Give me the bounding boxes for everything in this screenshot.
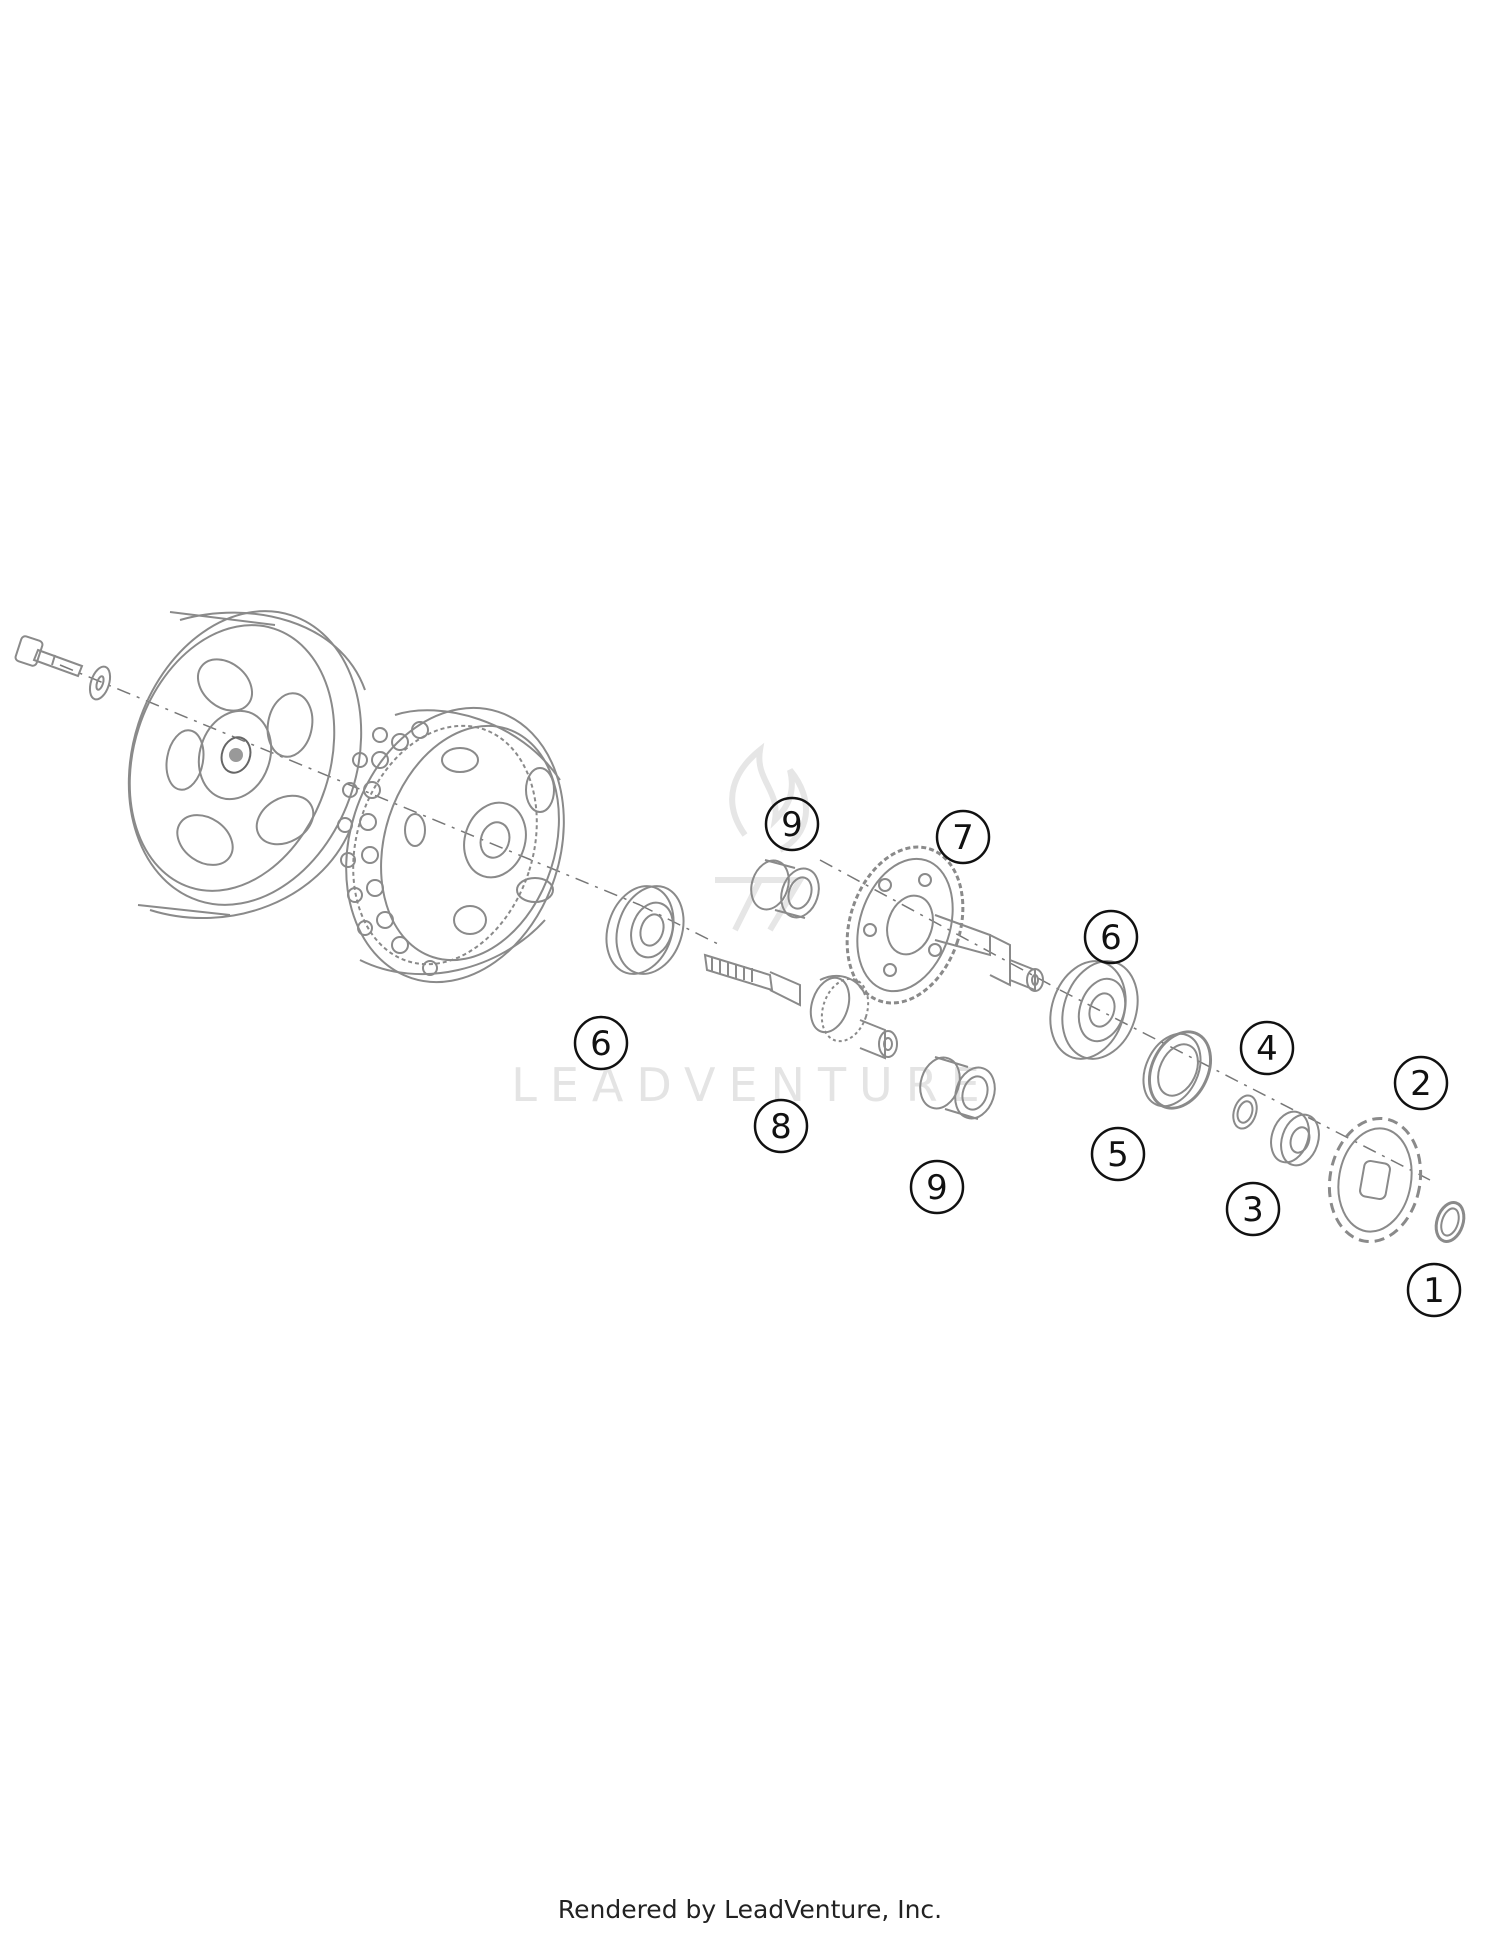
callout-circle-1 xyxy=(1406,1262,1462,1318)
hub-washer xyxy=(88,665,112,701)
footer-credit: Rendered by LeadVenture, Inc. xyxy=(557,1895,943,1924)
clutch-drum xyxy=(127,610,366,920)
callout-label-6a: 6 xyxy=(590,1024,612,1064)
watermark-logo xyxy=(715,742,809,932)
callout-circle-3 xyxy=(1225,1181,1281,1237)
counter-gear xyxy=(845,845,1044,1005)
callout-label-9b: 9 xyxy=(926,1168,948,1208)
bushing-upper xyxy=(750,859,820,919)
callout-label-8: 8 xyxy=(770,1107,792,1147)
bearing-left xyxy=(605,885,685,975)
oil-seal xyxy=(1142,1030,1212,1110)
primary-shaft xyxy=(703,953,898,1060)
callout-circle-9a xyxy=(764,796,820,852)
callout-circle-4 xyxy=(1239,1020,1295,1076)
bushing-lower xyxy=(919,1056,996,1120)
callout-circle-9b xyxy=(909,1159,965,1215)
callout-markers xyxy=(573,796,1462,1318)
callout-circle-5 xyxy=(1090,1126,1146,1182)
hub-bolt xyxy=(14,635,84,678)
callout-label-3: 3 xyxy=(1242,1190,1264,1230)
callout-circle-8 xyxy=(753,1098,809,1154)
callout-circle-7 xyxy=(935,809,991,865)
drive-sprocket xyxy=(1327,1116,1423,1244)
callout-circle-6b xyxy=(1083,909,1139,965)
callout-label-1: 1 xyxy=(1423,1271,1445,1311)
callout-label-9a: 9 xyxy=(781,805,803,845)
callout-circle-2 xyxy=(1393,1055,1449,1111)
bearing-right xyxy=(1049,960,1139,1060)
callout-label-4: 4 xyxy=(1256,1029,1278,1069)
clutch-basket xyxy=(337,706,565,984)
circlip xyxy=(1434,1201,1466,1243)
callout-circle-6a xyxy=(573,1015,629,1071)
callout-label-6b: 6 xyxy=(1100,918,1122,958)
center-axis-lines xyxy=(59,664,1431,1181)
o-ring xyxy=(1232,1094,1258,1130)
callout-label-5: 5 xyxy=(1107,1135,1129,1175)
callout-label-7: 7 xyxy=(952,818,974,858)
spacer-sleeve xyxy=(1270,1110,1320,1167)
callout-label-2: 2 xyxy=(1410,1064,1432,1104)
